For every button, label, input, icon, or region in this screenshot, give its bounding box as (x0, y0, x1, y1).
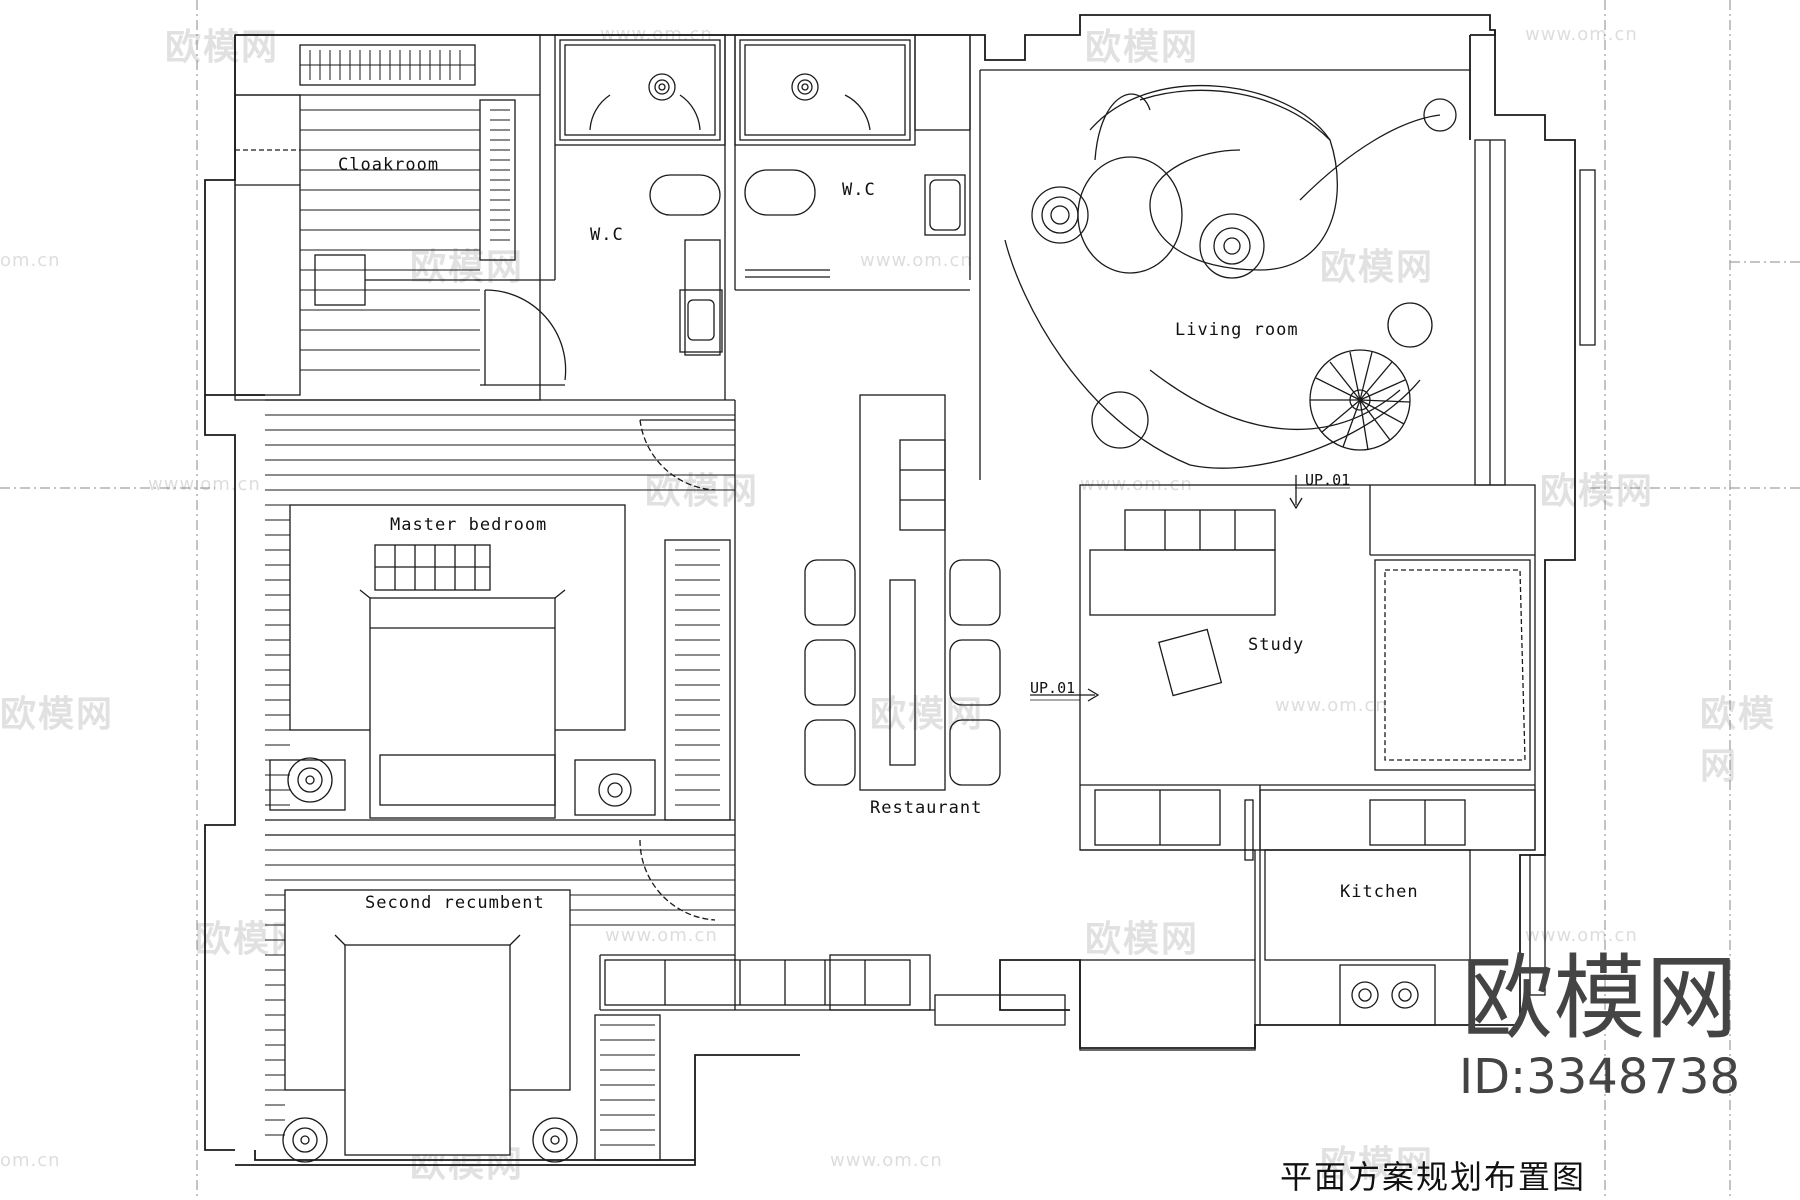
watermark: 欧模网 (1700, 694, 1777, 787)
second-recumbent (265, 839, 911, 1163)
master-bedroom (265, 414, 735, 821)
study (1089, 509, 1531, 861)
watermark: 欧模网 (165, 27, 280, 68)
label-wc-right: W.C (842, 180, 876, 200)
marker-up-top: UP.01 (1305, 471, 1350, 489)
watermark-url: om.cn (0, 1150, 61, 1171)
watermark: 欧模网 (1320, 247, 1435, 288)
label-cloakroom: Cloakroom (338, 155, 439, 175)
watermark: 欧模网 (870, 694, 985, 735)
spiral-stair (1309, 349, 1411, 451)
watermark-url: om.cn (0, 250, 61, 271)
watermark: 欧模网 (645, 471, 760, 512)
wc-left (480, 39, 723, 386)
label-kitchen: Kitchen (1340, 882, 1419, 902)
wc-right (739, 39, 966, 278)
watermark-url: www.om.cn (1275, 695, 1388, 716)
watermark: 欧模网 (1320, 1144, 1435, 1185)
label-study: Study (1248, 635, 1304, 655)
watermark: 欧模网 (1085, 919, 1200, 960)
brand-stamp: 欧模网 ID:3348738 (1458, 945, 1740, 1106)
up-arrows (1030, 475, 1350, 702)
watermark-url: www.om.cn (830, 1150, 943, 1171)
watermark: 欧模网 (0, 694, 115, 735)
brand-id: ID:3348738 (1458, 1049, 1740, 1105)
restaurant (804, 394, 1001, 791)
watermark-url: www.om.cn (605, 925, 718, 946)
watermark-url: www.om.cn (1525, 24, 1638, 45)
cloakroom (234, 44, 516, 396)
drawing-caption: 平面方案规划布置图 (1280, 1158, 1587, 1196)
living-room (1004, 84, 1596, 486)
kitchen (1259, 789, 1546, 1026)
brand-name: 欧模网 (1461, 945, 1738, 1052)
watermark-url: www.om.cn (860, 250, 973, 271)
label-living-room: Living room (1175, 320, 1299, 340)
marker-up-left: UP.01 (1030, 679, 1075, 697)
watermark-url: www.om.cn (1525, 925, 1638, 946)
watermark: 欧模网 (410, 247, 525, 288)
watermark: 欧模网 (1540, 471, 1655, 512)
label-restaurant: Restaurant (870, 798, 982, 818)
label-second-recumbent: Second recumbent (365, 893, 545, 913)
watermark-url: www.om.cn (148, 474, 261, 495)
label-master-bedroom: Master bedroom (390, 515, 547, 535)
watermark: 欧模网 (1085, 27, 1200, 68)
label-wc-left: W.C (590, 225, 624, 245)
